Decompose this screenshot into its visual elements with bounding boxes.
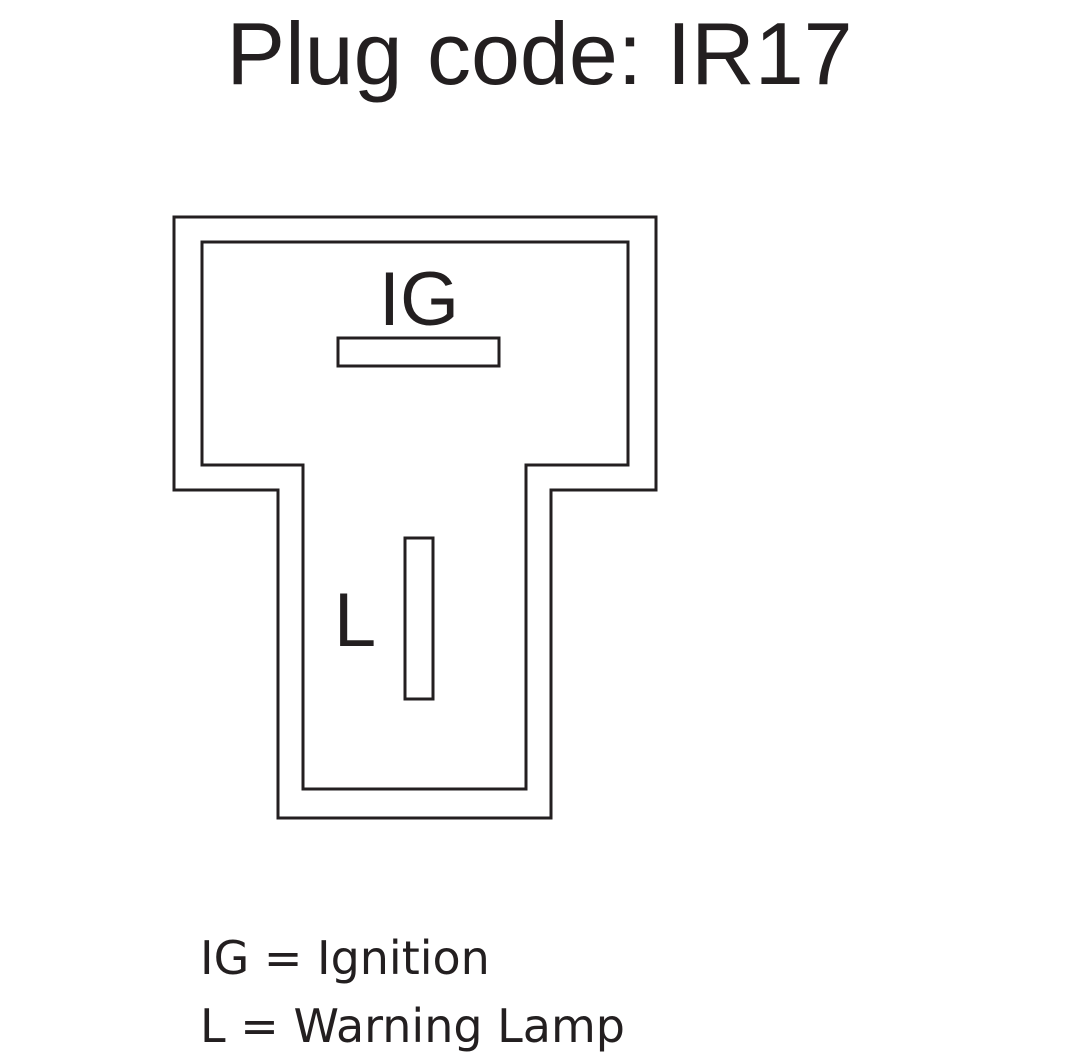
legend-description: Warning Lamp [293, 999, 626, 1053]
connector-inner-outline [200, 240, 630, 791]
legend: IG = Ignition L = Warning Lamp [200, 924, 625, 1060]
legend-key: IG [200, 931, 250, 985]
legend-description: Ignition [317, 931, 490, 985]
legend-separator: = [240, 999, 279, 1053]
pin-l-label: L [334, 578, 376, 663]
pin-l-terminal [403, 536, 435, 701]
connector-outer-outline [172, 215, 658, 820]
legend-row-ig: IG = Ignition [200, 924, 625, 992]
pin-ig-label: IG [379, 257, 459, 342]
page-title: Plug code: IR17 [226, 4, 853, 103]
legend-key: L [200, 999, 226, 1053]
legend-separator: = [263, 931, 303, 985]
legend-row-l: L = Warning Lamp [200, 992, 625, 1060]
pin-ig-terminal [336, 336, 501, 368]
